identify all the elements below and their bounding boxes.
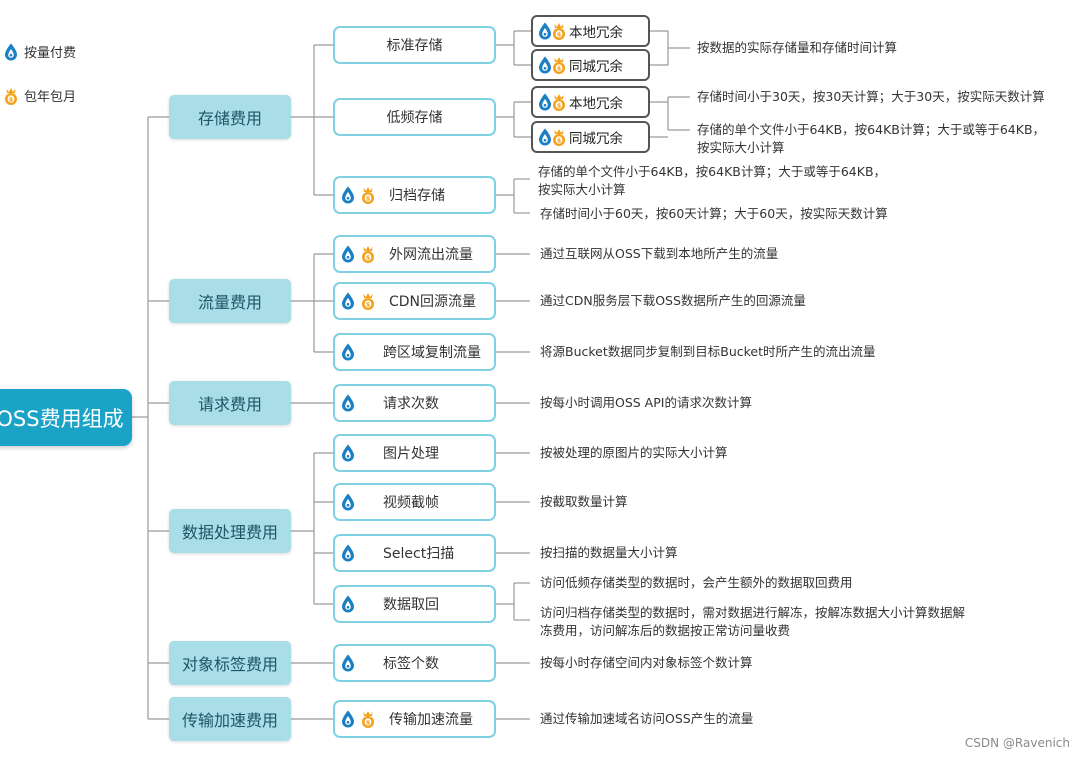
item-image-processing: 图片处理 (333, 434, 496, 472)
category-requests: 请求费用 (169, 381, 291, 425)
redundancy-lowfreq-zone: 同城冗余 (531, 121, 650, 153)
desc-select-scan: 按扫描的数据量大小计算 (540, 545, 678, 560)
redundancy-standard-zone: 同城冗余 (531, 49, 650, 81)
desc-archive-1a: 存储的单个文件小于64KB，按64KB计算；大于或等于64KB， (538, 164, 887, 179)
item-label: 数据取回 (383, 597, 439, 613)
desc-internet-outbound: 通过互联网从OSS下载到本地所产生的流量 (540, 246, 779, 261)
item-select-scan: Select扫描 (333, 534, 496, 572)
redundancy-standard-local: 本地冗余 (531, 15, 650, 47)
desc-request-count: 按每小时调用OSS API的请求次数计算 (540, 395, 752, 410)
legend-pay-as-you-go: 按量付费 (4, 42, 76, 61)
watermark: CSDN @Ravenich (964, 736, 1070, 750)
subscription-icon (552, 128, 566, 146)
subscription-icon (361, 186, 375, 204)
item-label: 归档存储 (389, 188, 445, 204)
item-acceleration-traffic: 传输加速流量 (333, 700, 496, 738)
desc-retrieval-1: 访问低频存储类型的数据时，会产生额外的数据取回费用 (540, 575, 853, 590)
category-object-tagging: 对象标签费用 (169, 641, 291, 685)
pay-as-you-go-icon (341, 544, 355, 562)
desc-low-freq-2b: 按实际大小计算 (697, 140, 785, 155)
desc-acceleration: 通过传输加速域名访问OSS产生的流量 (540, 711, 754, 726)
subscription-icon (552, 56, 566, 74)
item-label: 图片处理 (383, 446, 439, 462)
desc-cross-region: 将源Bucket数据同步复制到目标Bucket时所产生的流出流量 (540, 344, 876, 359)
item-video-snapshot: 视频截帧 (333, 483, 496, 521)
item-standard-storage: 标准存储 (333, 26, 496, 64)
redundancy-label: 本地冗余 (569, 96, 623, 112)
pay-as-you-go-icon (341, 394, 355, 412)
pay-as-you-go-icon (341, 343, 355, 361)
redundancy-label: 本地冗余 (569, 25, 623, 41)
pay-as-you-go-icon (4, 43, 18, 61)
item-label: Select扫描 (383, 546, 455, 562)
item-cross-region-replication: 跨区域复制流量 (333, 333, 496, 371)
pay-as-you-go-icon (341, 710, 355, 728)
item-cdn-origin: CDN回源流量 (333, 282, 496, 320)
pay-as-you-go-icon (341, 654, 355, 672)
subscription-icon (552, 93, 566, 111)
pay-as-you-go-icon (341, 292, 355, 310)
category-storage: 存储费用 (169, 95, 291, 139)
desc-video-snapshot: 按截取数量计算 (540, 494, 628, 509)
desc-archive-2: 存储时间小于60天，按60天计算；大于60天，按实际天数计算 (540, 206, 888, 221)
desc-retrieval-2b: 冻费用，访问解冻后的数据按正常访问量收费 (540, 623, 791, 638)
legend-pay-as-you-go-label: 按量付费 (24, 46, 77, 61)
item-label: 请求次数 (383, 396, 439, 412)
desc-low-freq-1: 存储时间小于30天，按30天计算；大于30天，按实际天数计算 (697, 89, 1045, 104)
subscription-icon (361, 245, 375, 263)
subscription-icon (361, 292, 375, 310)
redundancy-lowfreq-local: 本地冗余 (531, 86, 650, 118)
pay-as-you-go-icon (341, 595, 355, 613)
desc-image-processing: 按被处理的原图片的实际大小计算 (540, 445, 728, 460)
pay-as-you-go-icon (538, 22, 552, 40)
category-data-processing: 数据处理费用 (169, 509, 291, 553)
pay-as-you-go-icon (341, 444, 355, 462)
subscription-icon (552, 22, 566, 40)
pay-as-you-go-icon (341, 186, 355, 204)
pay-as-you-go-icon (538, 93, 552, 111)
item-data-retrieval: 数据取回 (333, 585, 496, 623)
pay-as-you-go-icon (341, 245, 355, 263)
item-label: CDN回源流量 (389, 294, 477, 310)
item-low-freq-storage: 低频存储 (333, 98, 496, 136)
pay-as-you-go-icon (538, 128, 552, 146)
subscription-icon (4, 87, 18, 105)
desc-retrieval-2a: 访问归档存储类型的数据时，需对数据进行解冻，按解冻数据大小计算数据解 (540, 605, 966, 620)
pay-as-you-go-icon (538, 56, 552, 74)
legend-subscription: 包年包月 (4, 86, 76, 105)
desc-standard: 按数据的实际存储量和存储时间计算 (697, 40, 898, 55)
desc-tag-count: 按每小时存储空间内对象标签个数计算 (540, 655, 753, 670)
item-label: 外网流出流量 (389, 247, 473, 263)
category-transfer-acceleration: 传输加速费用 (169, 697, 291, 741)
item-label: 低频存储 (386, 110, 443, 126)
redundancy-label: 同城冗余 (569, 59, 623, 75)
legend-subscription-label: 包年包月 (24, 90, 77, 105)
item-label: 传输加速流量 (389, 712, 473, 728)
category-traffic: 流量费用 (169, 279, 291, 323)
item-tag-count: 标签个数 (333, 644, 496, 682)
root-node: OSS费用组成 (0, 389, 132, 446)
item-label: 标准存储 (386, 38, 443, 54)
subscription-icon (361, 710, 375, 728)
desc-cdn-origin: 通过CDN服务层下载OSS数据所产生的回源流量 (540, 293, 806, 308)
item-request-count: 请求次数 (333, 384, 496, 422)
item-label: 标签个数 (383, 656, 439, 672)
item-archive-storage: 归档存储 (333, 176, 496, 214)
pay-as-you-go-icon (341, 493, 355, 511)
redundancy-label: 同城冗余 (569, 131, 623, 147)
item-label: 跨区域复制流量 (383, 345, 481, 361)
desc-archive-1b: 按实际大小计算 (538, 182, 626, 197)
desc-low-freq-2a: 存储的单个文件小于64KB，按64KB计算；大于或等于64KB， (697, 122, 1046, 137)
item-label: 视频截帧 (383, 495, 439, 511)
item-internet-outbound: 外网流出流量 (333, 235, 496, 273)
